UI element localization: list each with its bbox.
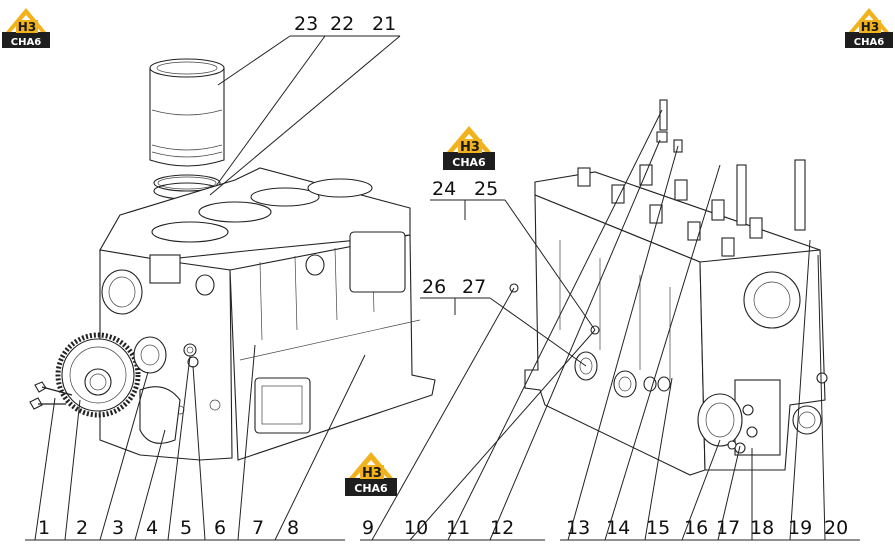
- callout-2: 2: [76, 517, 88, 539]
- callout-21: 21: [372, 13, 396, 35]
- logo-letters: H3: [362, 466, 382, 481]
- callout-23: 23: [294, 13, 318, 35]
- callout-1: 1: [38, 517, 50, 539]
- callout-19: 19: [788, 517, 812, 539]
- callout-7: 7: [252, 517, 264, 539]
- cylinder-block-left: [99, 167, 436, 461]
- callout-5: 5: [180, 517, 192, 539]
- callout-24: 24: [432, 178, 456, 200]
- cylinder-block-right: [524, 99, 828, 476]
- brand-logo-bottom: H3 CHA6: [345, 452, 397, 496]
- callout-20: 20: [824, 517, 848, 539]
- brand-logo-top-left: H3 CHA6: [2, 8, 50, 48]
- callout-9: 9: [362, 517, 374, 539]
- callout-26: 26: [422, 276, 446, 298]
- callout-12: 12: [490, 517, 514, 539]
- logo-subtext: CHA6: [854, 37, 884, 48]
- callout-4: 4: [146, 517, 158, 539]
- leader-lines: [25, 35, 860, 541]
- callout-3: 3: [112, 517, 124, 539]
- logo-letters: H3: [18, 20, 36, 34]
- callout-14: 14: [606, 517, 630, 539]
- callout-18: 18: [750, 517, 774, 539]
- callout-13: 13: [566, 517, 590, 539]
- callout-25: 25: [474, 178, 498, 200]
- callouts-bottom: 1 2 3 4 5 6 7 8 9 10 11 12 13 14 15 16 1…: [38, 517, 848, 539]
- logo-subtext: CHA6: [452, 156, 486, 169]
- callout-22: 22: [330, 13, 354, 35]
- brand-logo-center: H3 CHA6: [443, 126, 495, 170]
- callout-6: 6: [214, 517, 226, 539]
- callout-8: 8: [287, 517, 299, 539]
- callout-11: 11: [446, 517, 470, 539]
- callout-17: 17: [716, 517, 740, 539]
- logo-subtext: CHA6: [354, 482, 388, 495]
- callout-16: 16: [684, 517, 708, 539]
- gear-hub: [133, 336, 181, 444]
- callout-27: 27: [462, 276, 486, 298]
- brand-logo-top-right: H3 CHA6: [845, 8, 893, 48]
- callout-15: 15: [646, 517, 670, 539]
- logo-subtext: CHA6: [11, 37, 41, 48]
- cylinder-liner: [149, 58, 225, 167]
- logo-letters: H3: [460, 140, 480, 155]
- callout-10: 10: [404, 517, 428, 539]
- logo-letters: H3: [861, 20, 879, 34]
- timing-gear: [55, 332, 141, 418]
- callouts-top: 23 22 21 24 25 26 27: [294, 13, 498, 298]
- bolt-set-left: [29, 381, 73, 410]
